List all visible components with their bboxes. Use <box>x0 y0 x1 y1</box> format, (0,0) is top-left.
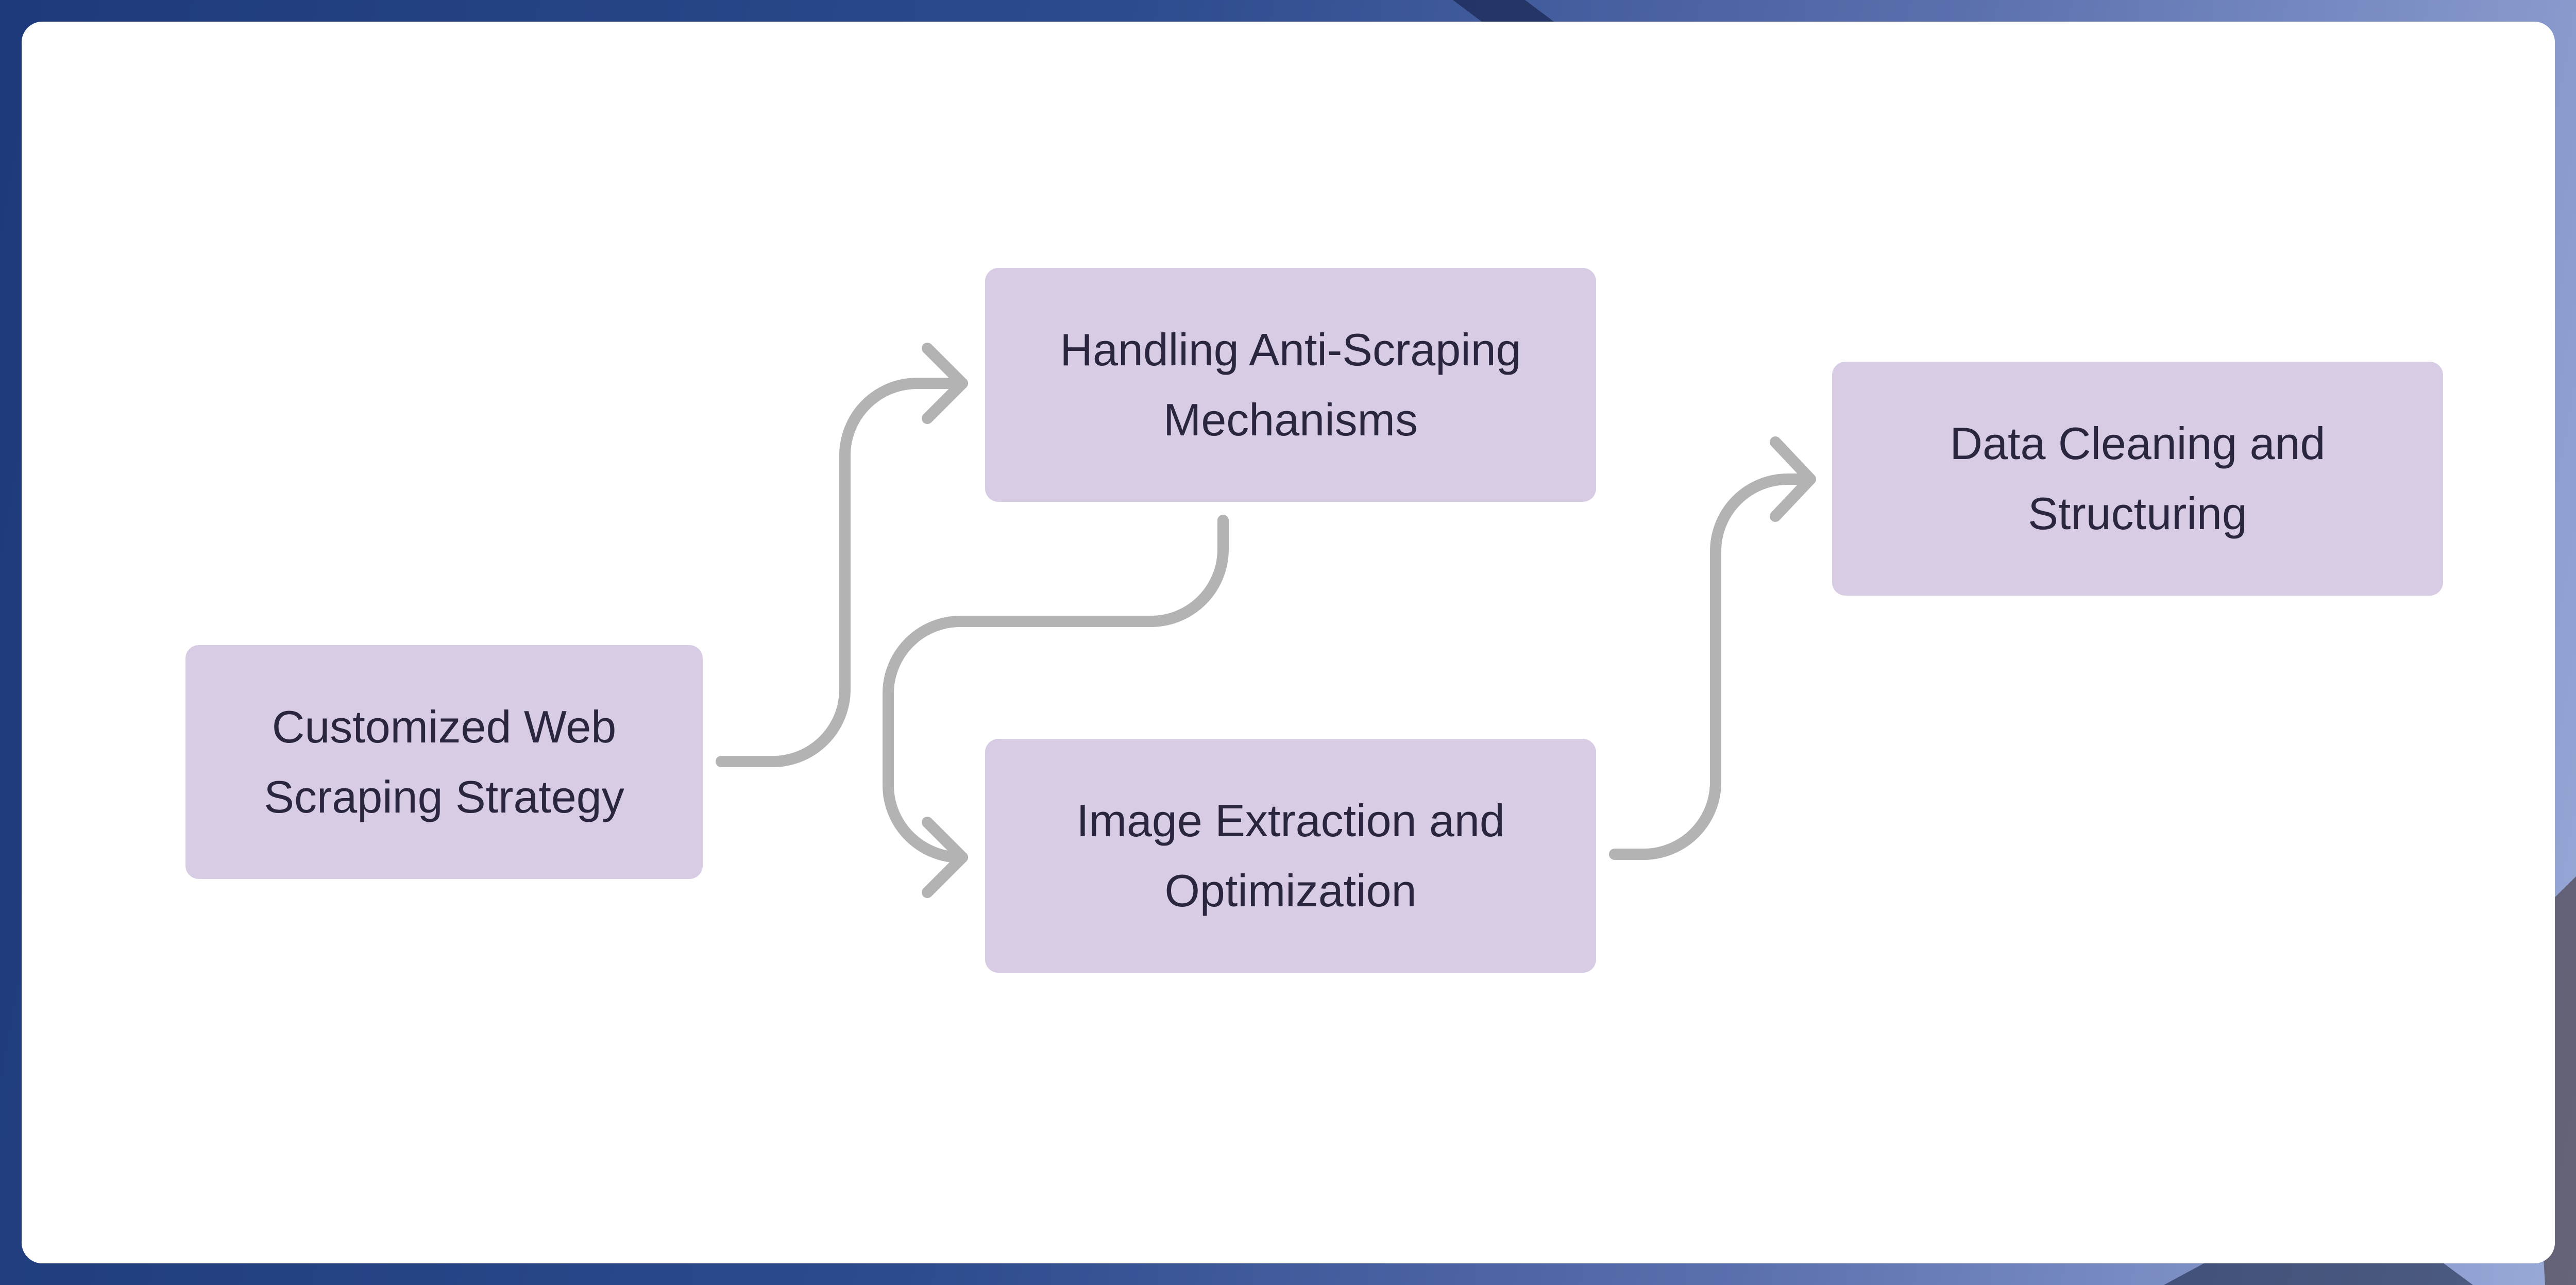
diagram-card <box>22 22 2555 1263</box>
node-image-extraction-and-optimization: Image Extraction and Optimization <box>985 739 1596 973</box>
node-customized-web-scraping-strategy: Customized Web Scraping Strategy <box>185 645 703 879</box>
node-label: Data Cleaning and Structuring <box>1950 409 2326 549</box>
node-data-cleaning-and-structuring: Data Cleaning and Structuring <box>1832 362 2443 596</box>
node-label: Customized Web Scraping Strategy <box>264 692 624 832</box>
node-label-line: Handling Anti-Scraping <box>1060 324 1521 375</box>
arrowhead-icon <box>1770 436 1816 522</box>
arrow-image-extraction-to-data-cleaning <box>1609 436 1816 860</box>
node-label-line: Customized Web <box>272 701 617 752</box>
node-label-line: Optimization <box>1164 865 1417 916</box>
arrowhead-icon <box>922 817 968 898</box>
node-label-line: Image Extraction and <box>1076 795 1505 846</box>
node-label: Handling Anti-Scraping Mechanisms <box>1060 315 1521 455</box>
node-label-line: Structuring <box>2028 488 2247 539</box>
node-label-line: Scraping Strategy <box>264 771 624 822</box>
node-label-line: Mechanisms <box>1163 394 1418 445</box>
arrowhead-icon <box>922 343 968 424</box>
arrow-strategy-to-anti-scraping <box>716 343 968 767</box>
node-handling-anti-scraping-mechanisms: Handling Anti-Scraping Mechanisms <box>985 268 1596 502</box>
node-label-line: Data Cleaning and <box>1950 418 2326 469</box>
node-label: Image Extraction and Optimization <box>1076 786 1505 926</box>
arrow-anti-scraping-to-image-extraction <box>883 515 1229 898</box>
